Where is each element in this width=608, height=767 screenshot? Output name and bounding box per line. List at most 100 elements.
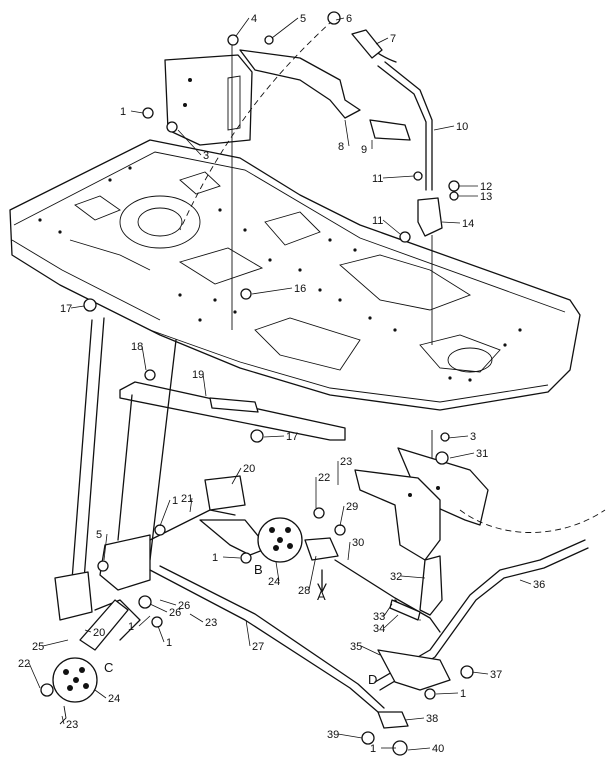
callout-leader-line	[433, 125, 455, 131]
callout-leader-line	[141, 345, 147, 371]
lower-bracket-35	[377, 649, 451, 691]
callout-number: 37	[490, 669, 502, 681]
callout-leader-line	[447, 435, 469, 439]
callout-leader-line	[271, 17, 299, 39]
callout-number: 1	[172, 495, 178, 507]
callout-leader-line	[231, 467, 242, 485]
callout-leader-line	[375, 37, 389, 45]
callout-leader-line	[235, 17, 250, 37]
callout-number: 14	[462, 218, 474, 230]
lift-arm-32	[419, 555, 443, 616]
callout-number: 38	[426, 713, 438, 725]
callout-leader-line	[347, 541, 351, 561]
callout-leader-line	[308, 555, 317, 591]
pulley-plate-lower	[52, 657, 98, 703]
callout-number: 35	[350, 641, 362, 653]
callout-number: 24	[268, 576, 280, 588]
callout-number: 18	[131, 341, 143, 353]
callout-number: 16	[294, 283, 306, 295]
callout-leader-line	[245, 619, 251, 647]
lift-lever	[351, 29, 443, 237]
letter-marker-a: A	[317, 588, 326, 603]
callout-number: 17	[286, 431, 298, 443]
callout-number: 1	[166, 637, 172, 649]
callout-number: 10	[456, 121, 468, 133]
callout-leader-line	[360, 645, 381, 656]
pivot-block	[304, 537, 339, 561]
callout-number: 33	[373, 611, 385, 623]
lift-bracket-assembly	[164, 49, 361, 146]
callout-number: 26	[178, 600, 190, 612]
callout-number: 12	[480, 181, 492, 193]
callout-leader-line	[404, 717, 425, 721]
callout-leader-line	[275, 561, 280, 582]
callout-leader-line	[344, 119, 350, 147]
callout-number: 13	[480, 191, 492, 203]
callout-leader-line	[471, 671, 489, 675]
callout-number: 29	[346, 501, 358, 513]
callout-leader-line	[130, 110, 144, 114]
callout-leader-line	[84, 629, 92, 633]
callout-number: 26	[169, 607, 181, 619]
callout-number: 23	[340, 456, 352, 468]
callout-leader-line	[383, 603, 393, 617]
callout-leader-line	[337, 733, 363, 739]
mower-deck-frame	[9, 139, 581, 411]
callout-number: 11	[372, 173, 383, 185]
callout-leader-line	[407, 747, 431, 751]
callout-number: 36	[533, 579, 545, 591]
callout-number: 30	[352, 537, 364, 549]
clevis	[377, 711, 409, 729]
callout-number: 27	[252, 641, 264, 653]
callout-number: 6	[346, 13, 352, 25]
callout-leader-line	[382, 219, 401, 235]
callout-number: 28	[298, 585, 310, 597]
callout-leader-line	[339, 505, 345, 527]
callout-leader-line	[441, 221, 461, 224]
callout-number: 21	[181, 493, 193, 505]
callout-number: 24	[108, 693, 120, 705]
callout-leader-line	[263, 435, 285, 438]
rear-bracket-right	[354, 447, 489, 561]
callout-leader-line	[177, 129, 202, 156]
callout-leader-line	[189, 613, 204, 623]
callout-leader-line	[449, 452, 475, 459]
callout-number: 25	[32, 641, 44, 653]
callout-number: 20	[93, 627, 105, 639]
callout-number: 23	[205, 617, 217, 629]
callout-number: 5	[96, 529, 102, 541]
callout-number: 20	[243, 463, 255, 475]
callout-number: 17	[60, 303, 72, 315]
callout-number: 32	[390, 571, 402, 583]
left-lower-assembly	[54, 475, 269, 651]
callout-number: 1	[120, 106, 126, 118]
callout-leader-line	[159, 599, 177, 606]
linkage-bar	[119, 381, 346, 441]
callout-leader-line	[400, 575, 426, 579]
callout-number: 4	[251, 13, 257, 25]
callout-leader-line	[519, 579, 532, 585]
callout-number: 23	[66, 719, 78, 731]
callout-leader-line	[222, 556, 241, 559]
callout-leader-line	[189, 497, 193, 513]
callout-number: 1	[128, 621, 134, 633]
callout-number: 22	[18, 658, 30, 670]
callout-number: 3	[470, 431, 476, 443]
callout-leader-line	[383, 614, 399, 629]
callout-leader-line	[382, 175, 415, 179]
callout-number: 1	[370, 743, 376, 755]
callout-number: 34	[373, 623, 385, 635]
callout-number: 19	[192, 369, 204, 381]
callout-leader-line	[335, 17, 345, 21]
callout-number: 9	[361, 144, 367, 156]
callout-leader-line	[28, 662, 41, 689]
callout-leader-line	[202, 373, 207, 397]
callout-number: 22	[318, 472, 330, 484]
callout-leader-line	[149, 603, 168, 613]
callout-leader-line	[138, 615, 151, 627]
callout-number: 3	[203, 150, 209, 162]
